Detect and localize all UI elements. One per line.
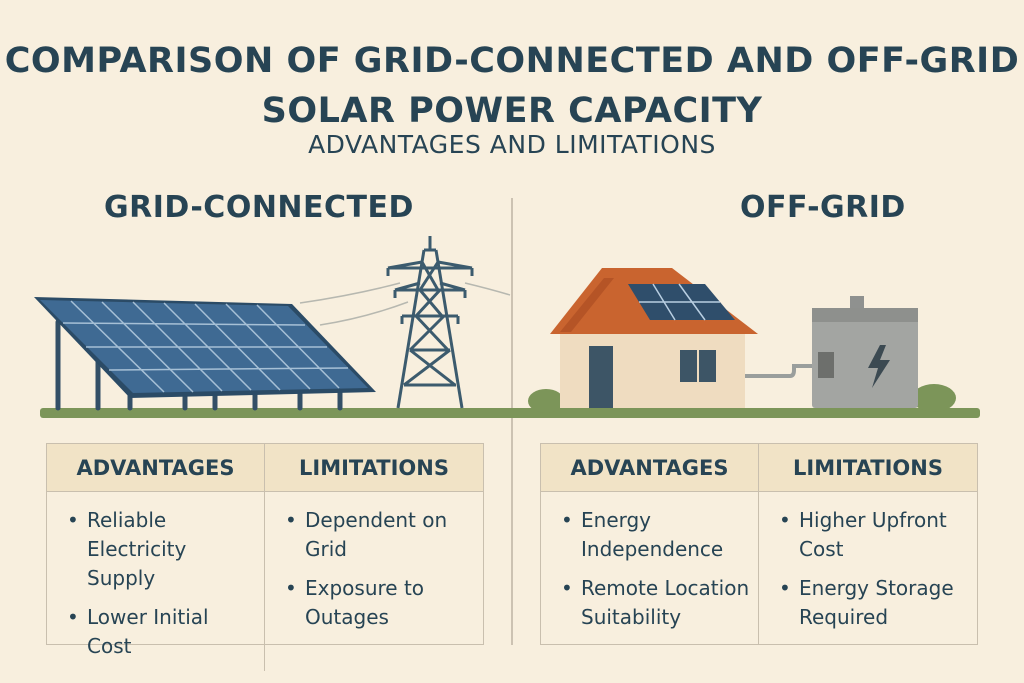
- off-grid-heading: OFF-GRID: [740, 190, 906, 225]
- offgrid-limitations-cell: Higher Upfront Cost Energy Storage Requi…: [759, 492, 977, 644]
- lightning-bolt-icon: [868, 345, 890, 388]
- page-subtitle: ADVANTAGES AND LIMITATIONS: [308, 130, 716, 159]
- list-item: Higher Upfront Cost: [779, 506, 969, 564]
- list-item: Dependent on Grid: [285, 506, 475, 564]
- list-item: Reliable Electricity Supply: [67, 506, 256, 593]
- offgrid-advantages-header: ADVANTAGES: [541, 444, 759, 492]
- list-item: Lower Initial Cost: [67, 603, 256, 661]
- off-grid-table: ADVANTAGES LIMITATIONS Energy Independen…: [540, 443, 978, 645]
- transmission-tower-icon: [386, 236, 474, 409]
- grid-connected-table: ADVANTAGES LIMITATIONS Reliable Electric…: [46, 443, 484, 671]
- list-item: Energy Independence: [561, 506, 750, 564]
- list-item: Remote Location Suitability: [561, 574, 750, 632]
- grid-advantages-header: ADVANTAGES: [47, 444, 265, 492]
- title-line-1: COMPARISON OF GRID-CONNECTED AND OFF-GRI…: [4, 41, 1020, 81]
- offgrid-advantages-cell: Energy Independence Remote Location Suit…: [541, 492, 759, 644]
- grid-connected-heading: GRID-CONNECTED: [104, 190, 414, 225]
- title-line-2: SOLAR POWER CAPACITY: [261, 91, 763, 131]
- grid-limitations-cell: Dependent on Grid Exposure to Outages: [265, 492, 483, 671]
- list-item: Energy Storage Required: [779, 574, 969, 632]
- battery-icon: [812, 296, 956, 412]
- power-lines: [299, 282, 511, 326]
- battery-cable: [745, 364, 812, 378]
- list-item: Exposure to Outages: [285, 574, 475, 632]
- ground-strip: [40, 408, 980, 418]
- offgrid-limitations-header: LIMITATIONS: [759, 444, 977, 492]
- grid-advantages-cell: Reliable Electricity Supply Lower Initia…: [47, 492, 265, 671]
- page-title: COMPARISON OF GRID-CONNECTED AND OFF-GRI…: [0, 36, 1024, 136]
- solar-panel-icon: [34, 297, 376, 411]
- house-icon: [528, 268, 758, 413]
- grid-limitations-header: LIMITATIONS: [265, 444, 483, 492]
